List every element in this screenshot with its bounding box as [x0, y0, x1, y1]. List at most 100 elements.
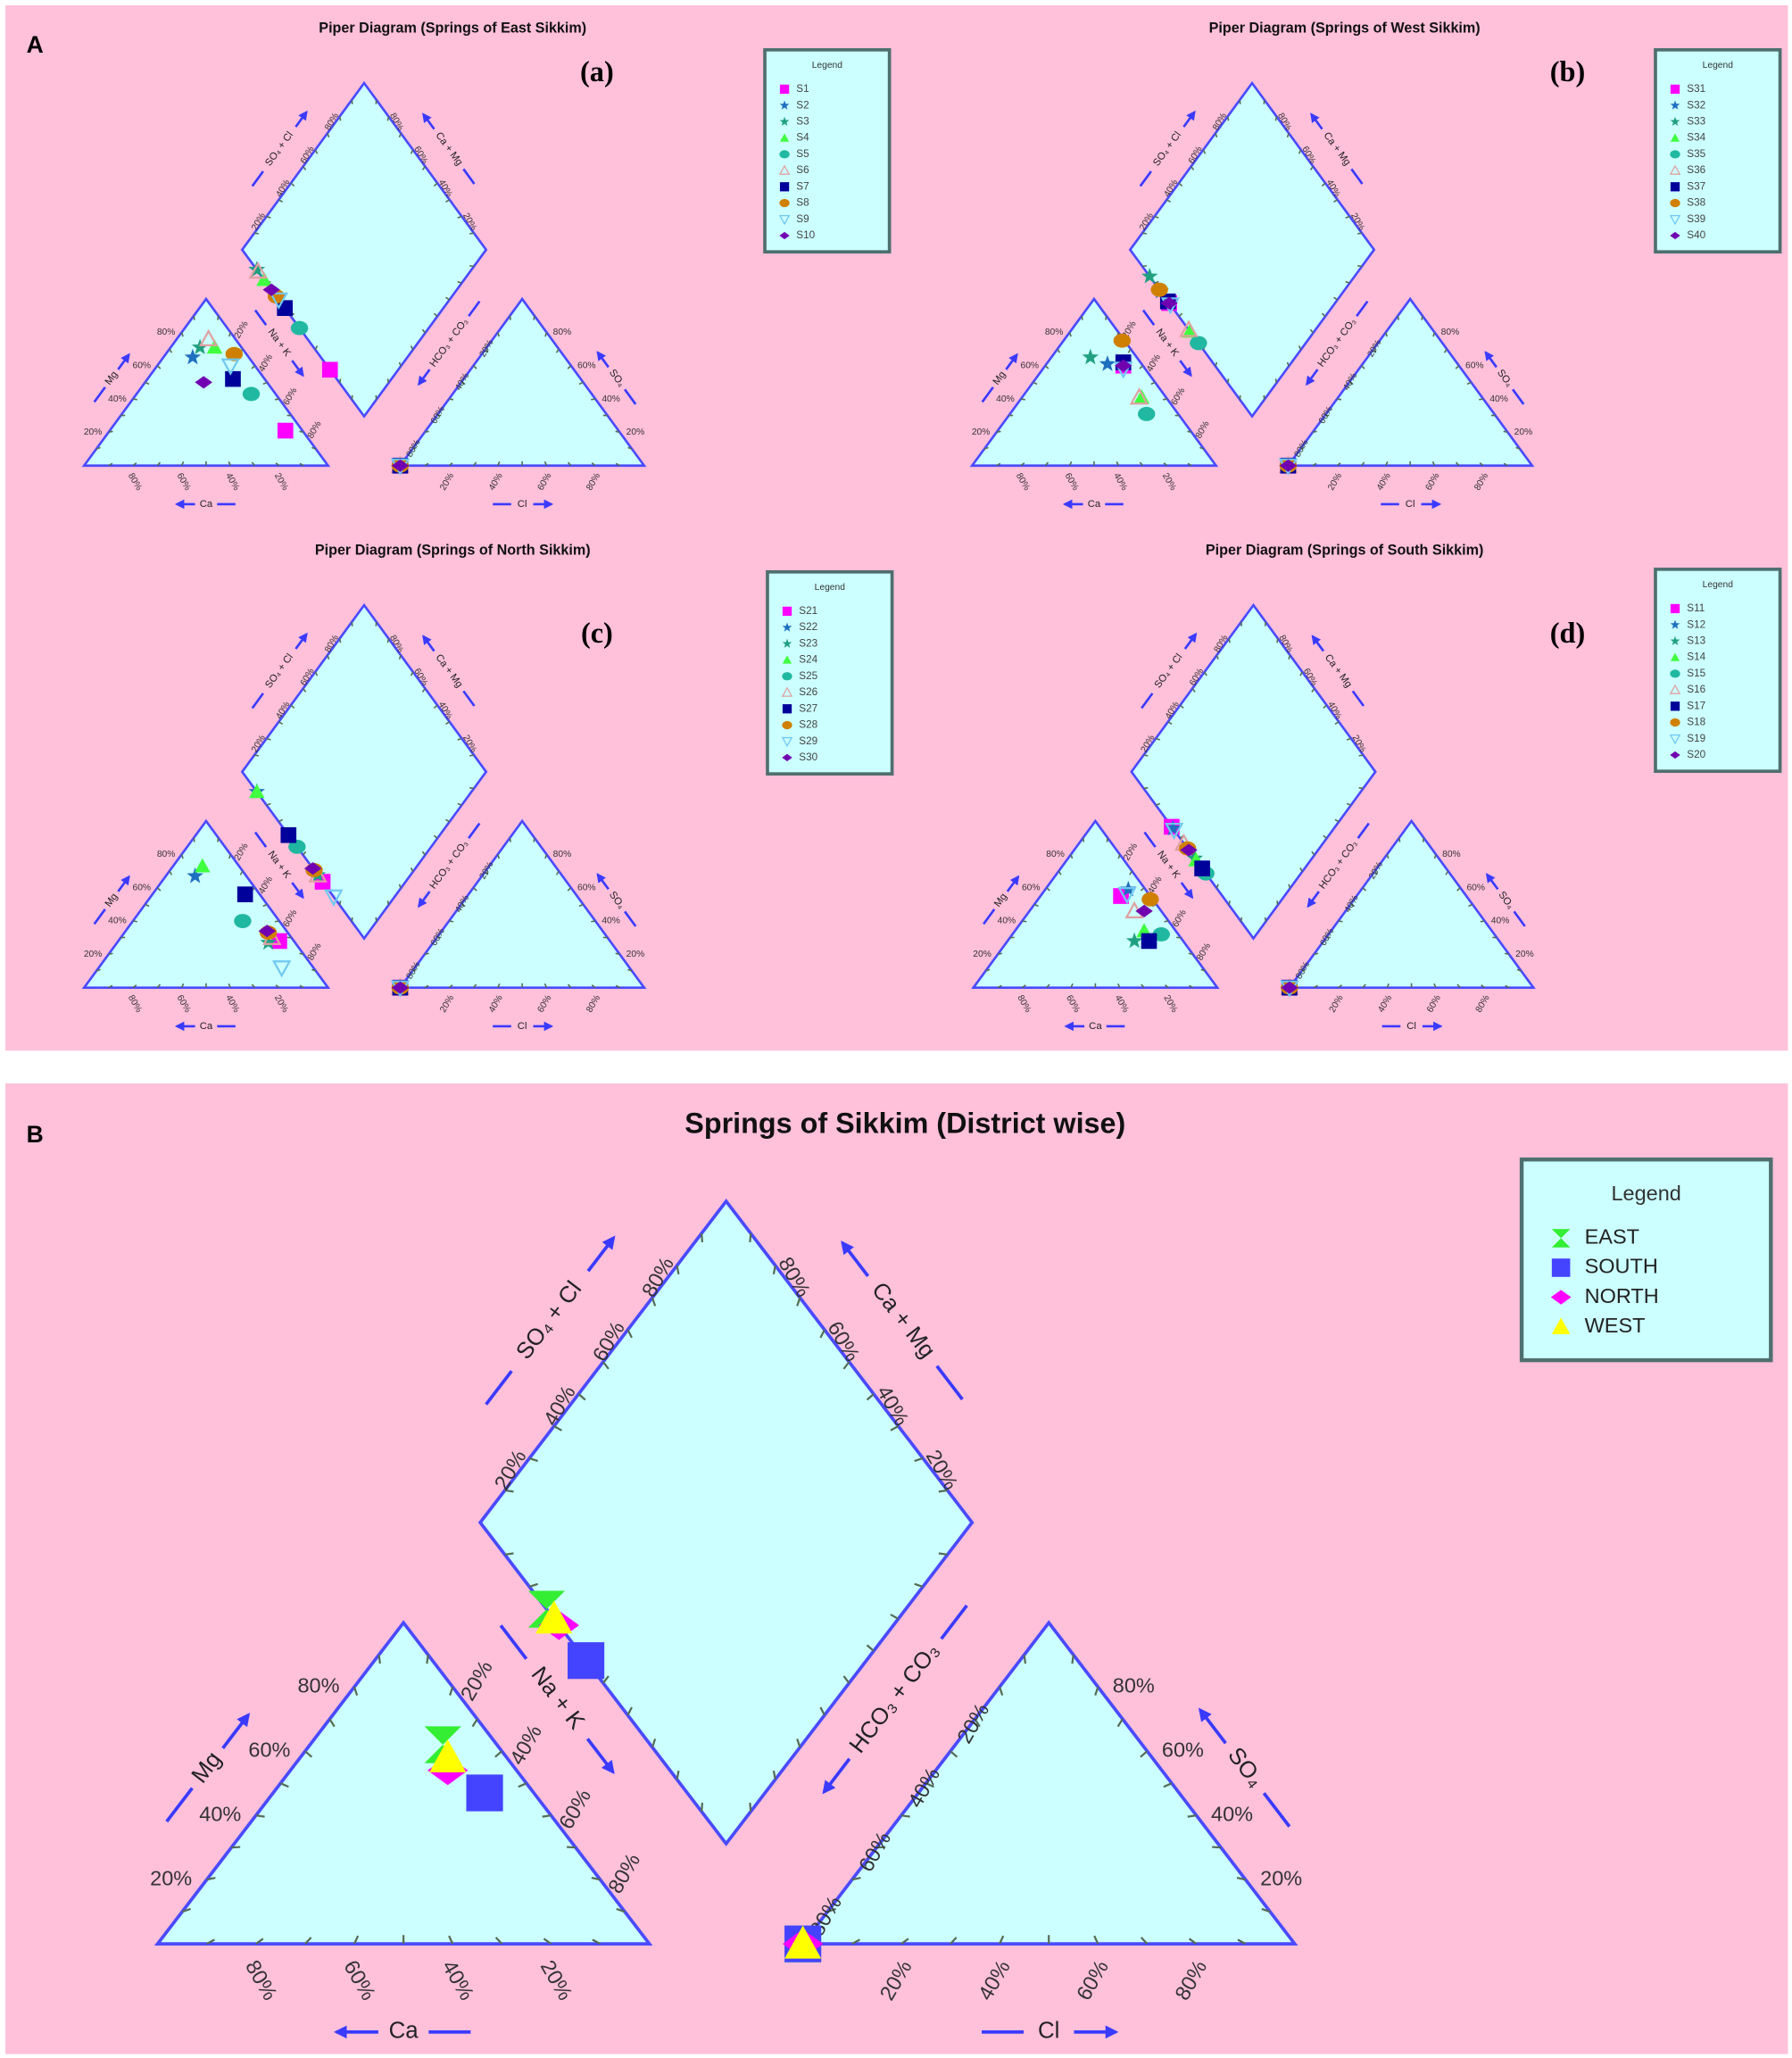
axis-arrow-tail [935, 1365, 964, 1401]
tick-mark [1323, 834, 1328, 840]
legend-entry: S11 [1687, 602, 1705, 614]
point-diamond-S9 [269, 292, 289, 310]
point-cation-S2 [184, 348, 202, 365]
legend-entry: S14 [1687, 651, 1705, 663]
tick-mark [469, 786, 475, 790]
tick-mark [1141, 983, 1145, 989]
tick-mark [181, 1907, 191, 1913]
tick-label-mg: 60% [133, 883, 152, 892]
tick-mark [433, 834, 438, 840]
panel-tag: (d) [1550, 617, 1586, 649]
legend-marker-S26 [781, 686, 793, 697]
tick-label-mg: 80% [297, 1673, 339, 1697]
tick-label-so4: 20% [626, 427, 645, 437]
tick-mark [228, 983, 231, 989]
tick-mark [228, 461, 231, 467]
tick-mark [591, 462, 596, 467]
tick-mark [1362, 983, 1366, 989]
tick-mark [591, 920, 596, 923]
axis-arrow-tail [983, 909, 996, 925]
axis-arrow-head [117, 353, 130, 370]
tick-mark [1333, 296, 1339, 301]
point-anion-S10 [391, 459, 410, 472]
tick-mark [1311, 851, 1315, 856]
legend-entry: S39 [1687, 213, 1705, 225]
tick-mark [132, 398, 137, 401]
tick-label-mg: 20% [84, 427, 103, 437]
panel-tag: (c) [581, 617, 613, 649]
axis-label-ca: Ca [1089, 1021, 1102, 1032]
axis-arrow-tail [93, 909, 106, 925]
tick-mark [842, 1675, 850, 1684]
legend-marker-S8 [779, 198, 790, 208]
tick-mark [398, 361, 402, 367]
axis-arrow-tail [1513, 910, 1526, 927]
tick-mark [1479, 462, 1484, 467]
tick-mark [866, 1393, 875, 1401]
axis-arrow-tail [165, 1787, 194, 1823]
tick-mark [311, 446, 317, 450]
tick-mark [1333, 199, 1339, 203]
legend-marker-S35 [1670, 150, 1680, 159]
tick-mark [591, 984, 596, 989]
tick-mark [592, 1938, 601, 1946]
tick-label-mg: 60% [133, 361, 152, 370]
tick-mark [1433, 983, 1437, 989]
tick-label-so4: 60% [1465, 361, 1484, 370]
tick-label-mg: 40% [108, 917, 127, 926]
tick-mark [1187, 462, 1192, 467]
tick-mark [1298, 149, 1302, 154]
tick-mark [1070, 854, 1074, 859]
legend-entry: S34 [1687, 132, 1705, 144]
tick-mark [262, 903, 268, 908]
axis-arrow-head [841, 1241, 870, 1277]
tick-label-so4: 40% [1211, 1802, 1253, 1825]
tick-mark [543, 1938, 552, 1946]
legend-marker-S22 [782, 622, 792, 632]
legend-marker-S19 [1669, 734, 1681, 745]
legend-marker-SOUTH [1551, 1258, 1571, 1277]
legend-marker-S1 [779, 84, 790, 95]
tick-mark [950, 1937, 958, 1945]
tick-mark [1188, 1938, 1198, 1946]
tick-mark [228, 332, 232, 337]
tick-mark [1334, 818, 1340, 823]
point-diamond-S10 [262, 283, 280, 296]
tick-mark [457, 802, 462, 806]
tick-label-mg: 80% [1045, 328, 1064, 337]
tick-mark [424, 952, 429, 956]
axis-arrow-tail [1356, 300, 1369, 318]
tick-mark [353, 1686, 359, 1696]
axis-label-cl: Cl [518, 499, 527, 510]
point-cation-S15 [1152, 927, 1170, 942]
tick-mark [591, 1876, 601, 1881]
tick-mark [626, 1706, 633, 1716]
axis-arrow-head [418, 891, 431, 909]
tick-mark [1362, 887, 1367, 892]
point-cation-S29 [271, 960, 292, 978]
tick-mark [386, 116, 390, 121]
axis-arrow-tail [499, 1624, 528, 1660]
legend-marker-S38 [1670, 198, 1680, 208]
tick-mark [1105, 315, 1108, 320]
tick-label-mg: 20% [973, 950, 991, 959]
tick-mark [851, 1938, 861, 1946]
legend-marker-WEST [1551, 1317, 1571, 1334]
tick-mark [1143, 786, 1149, 790]
tick-mark [627, 446, 633, 450]
tick-mark [1338, 920, 1343, 923]
axis-arrow-tail [462, 690, 476, 707]
axis-arrow-head [1306, 369, 1319, 386]
axis-arrow-head [1006, 875, 1020, 892]
panel-A-label: A [27, 31, 44, 58]
point-cation-S9 [220, 358, 240, 376]
tick-mark [217, 837, 220, 842]
point-diamond-S19 [1164, 822, 1184, 841]
tick-mark [890, 1425, 900, 1431]
axis-arrow-head [596, 351, 610, 369]
tick-mark [472, 365, 477, 369]
piper-plot-0: 20%20%20%20%20%20%20%20%40%40%40%40%40%4… [81, 21, 892, 510]
point-diamond-S27 [280, 826, 297, 843]
tick-mark [314, 671, 319, 676]
tick-mark [974, 1718, 981, 1728]
